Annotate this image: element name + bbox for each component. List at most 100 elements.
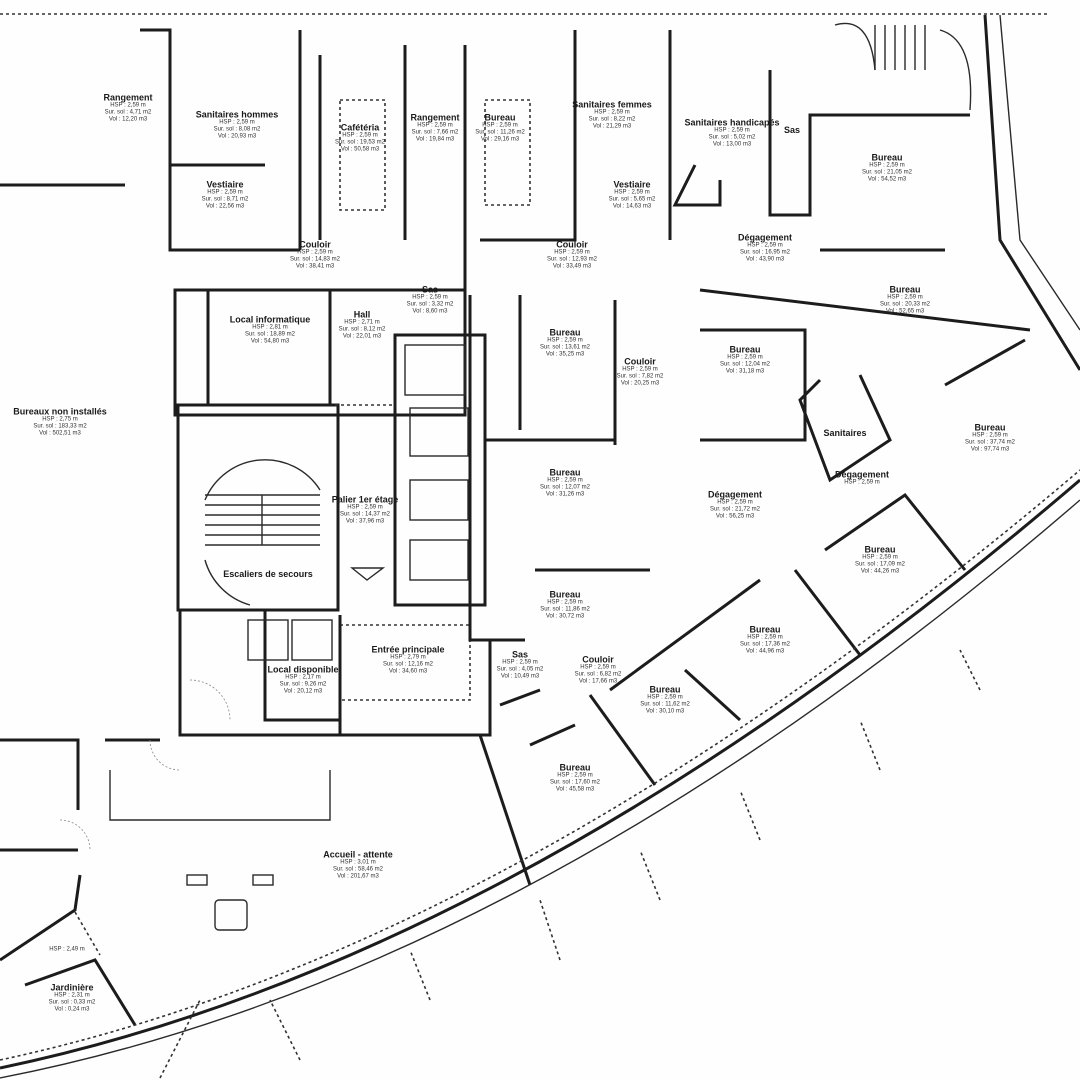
room-name: Bureau <box>749 624 781 635</box>
room-surface: Sur. sol : 7,66 m2 <box>411 129 459 136</box>
room-volume: Vol : 97,74 m3 <box>970 446 1010 453</box>
room-hsp: HSP : 2,59 m <box>207 189 243 196</box>
room-hsp: HSP : 2,59 m <box>417 122 453 129</box>
room-surface: Sur. sol : 16,95 m2 <box>739 249 791 256</box>
room-surface: Sur. sol : 13,61 m2 <box>539 344 591 351</box>
room-volume: Vol : 8,60 m3 <box>412 308 448 315</box>
room-surface: Sur. sol : 14,83 m2 <box>289 256 341 263</box>
room-volume: Vol : 19,84 m3 <box>415 136 455 143</box>
room-surface: Sur. sol : 9,26 m2 <box>279 681 327 688</box>
wall <box>793 569 862 656</box>
room-surface: Sur. sol : 12,07 m2 <box>539 484 591 491</box>
room-surface: Sur. sol : 8,08 m2 <box>213 126 261 133</box>
room-hsp: HSP : 2,59 m <box>547 599 583 606</box>
room-surface: Sur. sol : 8,12 m2 <box>338 326 386 333</box>
room-surface: Sur. sol : 12,93 m2 <box>546 256 598 263</box>
wall <box>529 723 576 747</box>
room-volume: Vol : 20,93 m3 <box>217 133 257 140</box>
wall <box>768 70 970 217</box>
room-volume: Vol : 22,01 m3 <box>342 333 382 340</box>
wall <box>468 295 525 642</box>
room-label: HSP : 2,49 m <box>49 947 85 954</box>
room-volume: Vol : 33,49 m3 <box>552 263 592 270</box>
room-volume: Vol : 12,20 m3 <box>108 116 148 123</box>
wall <box>699 288 1031 332</box>
room-name: Vestiaire <box>613 179 651 190</box>
room-hsp: HSP : 2,59 m <box>622 366 658 373</box>
room-hsp: HSP : 2,59 m <box>502 659 538 666</box>
room-surface: Sur. sol : 3,32 m2 <box>406 301 454 308</box>
room-volume: Vol : 13,00 m3 <box>712 141 752 148</box>
room-volume: Vol : 17,66 m3 <box>578 678 618 685</box>
elevator <box>409 479 469 521</box>
room-surface: Sur. sol : 37,74 m2 <box>964 439 1016 446</box>
wc-cubicle <box>291 619 333 661</box>
room-hsp: HSP : 2,59 m <box>972 432 1008 439</box>
room-surface: Sur. sol : 7,82 m2 <box>616 373 664 380</box>
wall <box>178 610 492 737</box>
room-volume: Vol : 30,10 m3 <box>645 708 685 715</box>
room-hsp: HSP : 2,79 m <box>390 654 426 661</box>
room-name: Rangement <box>410 112 460 123</box>
dashed-line <box>340 624 471 701</box>
room-name: Entrée principale <box>371 644 445 655</box>
room-volume: Vol : 21,29 m3 <box>592 123 632 130</box>
room-volume: Vol : 34,60 m3 <box>388 668 428 675</box>
room-hsp: HSP : 2,59 m <box>844 479 880 486</box>
elevator <box>404 344 466 396</box>
office-table <box>484 99 531 206</box>
room-surface: Sur. sol : 11,62 m2 <box>640 701 690 708</box>
room-surface: Sur. sol : 14,37 m2 <box>339 511 391 518</box>
facade-wall <box>999 14 1080 331</box>
room-hsp: HSP : 2,59 m <box>580 664 616 671</box>
room-hsp: HSP : 2,71 m <box>344 319 380 326</box>
room-hsp: HSP : 2,59 m <box>594 109 630 116</box>
room-hsp: HSP : 2,31 m <box>54 992 90 999</box>
room-volume: Vol : 31,26 m3 <box>545 491 585 498</box>
wall <box>24 958 137 1026</box>
room-hsp: HSP : 2,59 m <box>717 499 753 506</box>
room-hsp: HSP : 2,59 m <box>887 294 923 301</box>
curved-facade <box>0 478 1080 1070</box>
curved-facade <box>0 499 1080 1079</box>
room-surface: Sur. sol : 8,22 m2 <box>588 116 636 123</box>
room-name: Bureau <box>484 112 516 123</box>
room-name: Sas <box>783 124 801 135</box>
wc-cubicle <box>247 619 289 661</box>
room-hsp: HSP : 2,59 m <box>547 337 583 344</box>
direction-arrow-icon <box>350 567 386 581</box>
room-label: Escaliers de secours <box>223 569 313 579</box>
room-hsp: HSP : 2,59 m <box>554 249 590 256</box>
cafeteria-table <box>339 99 386 211</box>
room-hsp: HSP : 2,59 m <box>747 634 783 641</box>
room-hsp: HSP : 2,75 m <box>42 416 78 423</box>
room-name: Cafétéria <box>340 122 380 133</box>
room-volume: Vol : 38,41 m3 <box>295 263 335 270</box>
room-hsp: HSP : 2,59 m <box>557 772 593 779</box>
room-hsp: HSP : 2,59 m <box>482 122 518 129</box>
room-volume: Vol : 10,49 m3 <box>500 673 540 680</box>
room-surface: Sur. sol : 21,72 m2 <box>709 506 761 513</box>
room-volume: Vol : 35,25 m3 <box>545 351 585 358</box>
room-name: Bureau <box>889 284 921 295</box>
room-volume: Vol : 37,96 m3 <box>345 518 385 525</box>
wall <box>944 338 1026 387</box>
